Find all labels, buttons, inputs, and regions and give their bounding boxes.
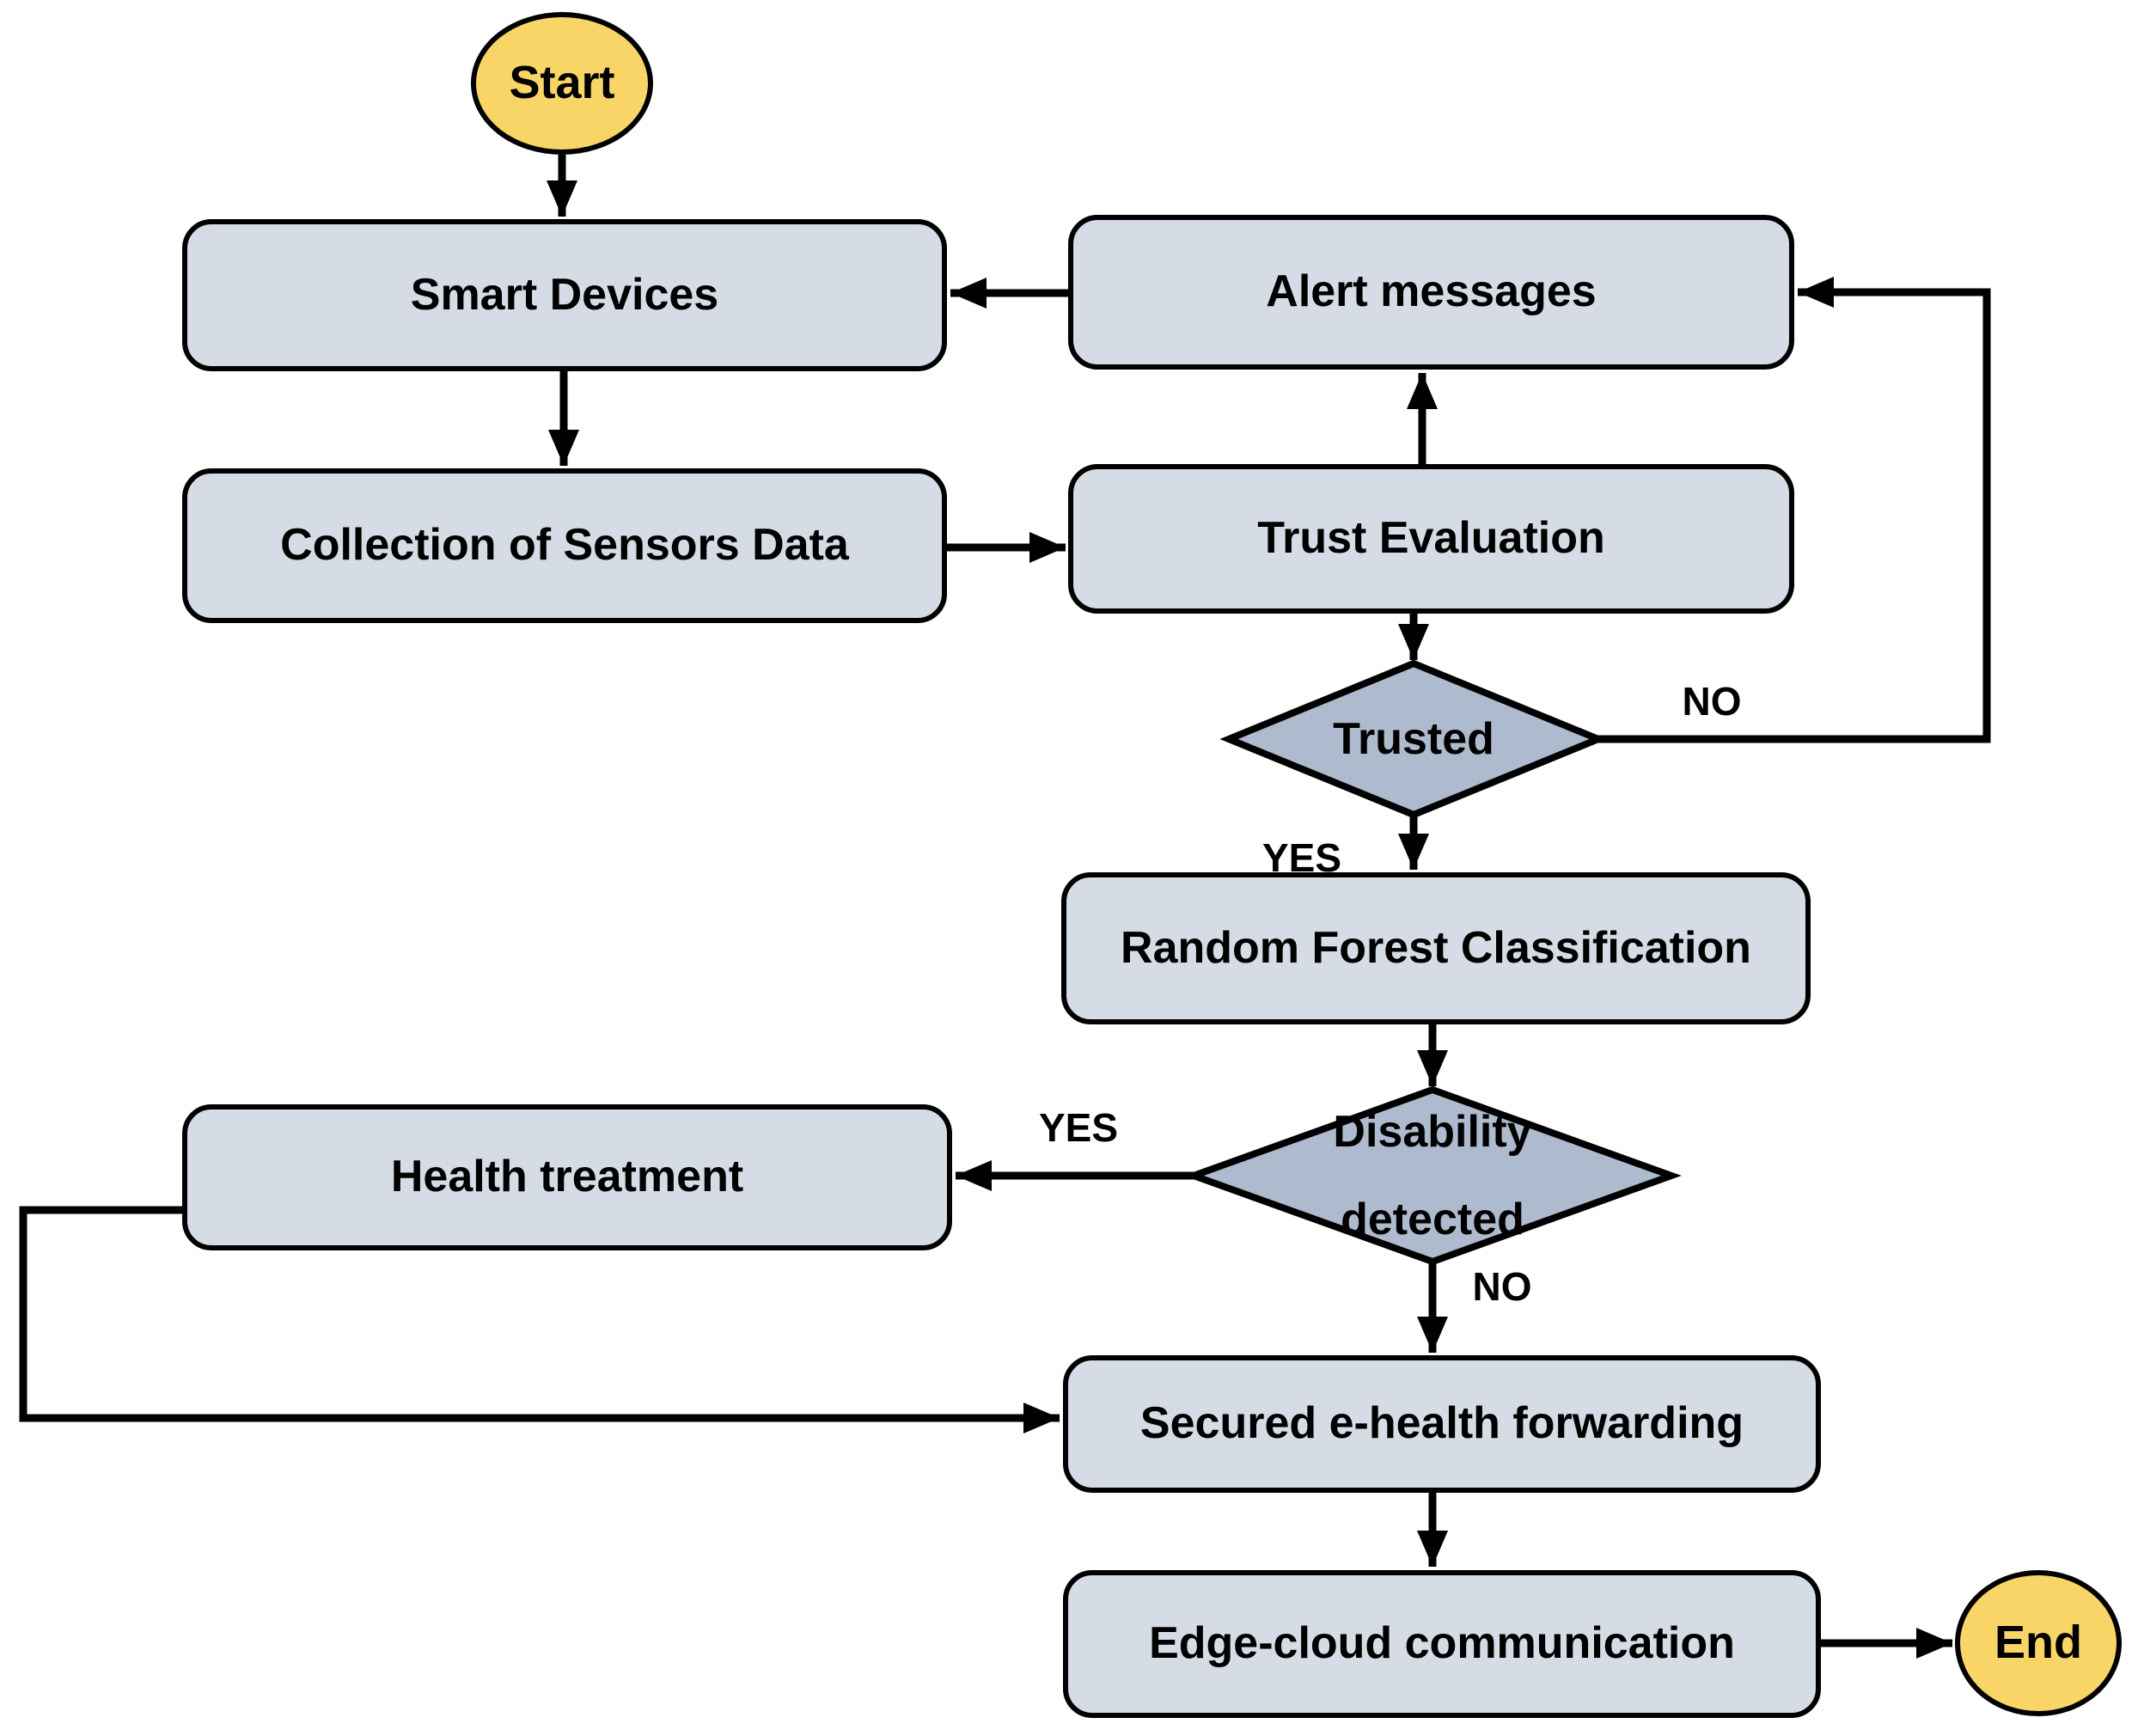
trusted-no-branch-label: NO [1682, 679, 1742, 724]
secured-forwarding-box: Secured e-health forwarding [1063, 1355, 1821, 1493]
collection-sensors-box: Collection of Sensors Data [182, 468, 947, 623]
connector-trusted-no-loop-to-alert [1598, 277, 1991, 743]
connector-group [19, 155, 1991, 1659]
edge-cloud-box: Edge-cloud communication [1063, 1570, 1821, 1718]
end-label: End [1994, 1617, 2082, 1669]
trust-evaluation-label: Trust Evaluation [1257, 513, 1605, 564]
alert-messages-box: Alert messages [1068, 215, 1794, 370]
end-terminal: End [1955, 1570, 2122, 1716]
health-treatment-box: Health treatment [182, 1104, 952, 1250]
collection-sensors-label: Collection of Sensors Data [280, 520, 849, 571]
random-forest-box: Random Forest Classification [1061, 872, 1811, 1024]
trusted-yes-branch-label: YES [1261, 835, 1342, 880]
smart-devices-label: Smart Devices [410, 269, 719, 320]
random-forest-label: Random Forest Classification [1121, 922, 1751, 973]
alert-messages-label: Alert messages [1266, 266, 1597, 317]
smart-devices-box: Smart Devices [182, 219, 947, 371]
edge-cloud-label: Edge-cloud communication [1149, 1618, 1735, 1669]
start-label: Start [509, 57, 615, 109]
trust-evaluation-box: Trust Evaluation [1068, 464, 1794, 614]
disability-decision-shape [1183, 1085, 1682, 1266]
connector-health-treatment-loop-to-secured [19, 1206, 1060, 1433]
health-treatment-label: Health treatment [390, 1152, 744, 1202]
disability-no-branch-label: NO [1472, 1264, 1532, 1309]
secured-forwarding-label: Secured e-health forwarding [1139, 1398, 1744, 1449]
disability-yes-branch-label: YES [1038, 1105, 1119, 1150]
start-terminal: Start [471, 12, 653, 155]
trusted-decision-shape [1219, 659, 1608, 819]
decision-shapes [1183, 659, 1682, 1266]
